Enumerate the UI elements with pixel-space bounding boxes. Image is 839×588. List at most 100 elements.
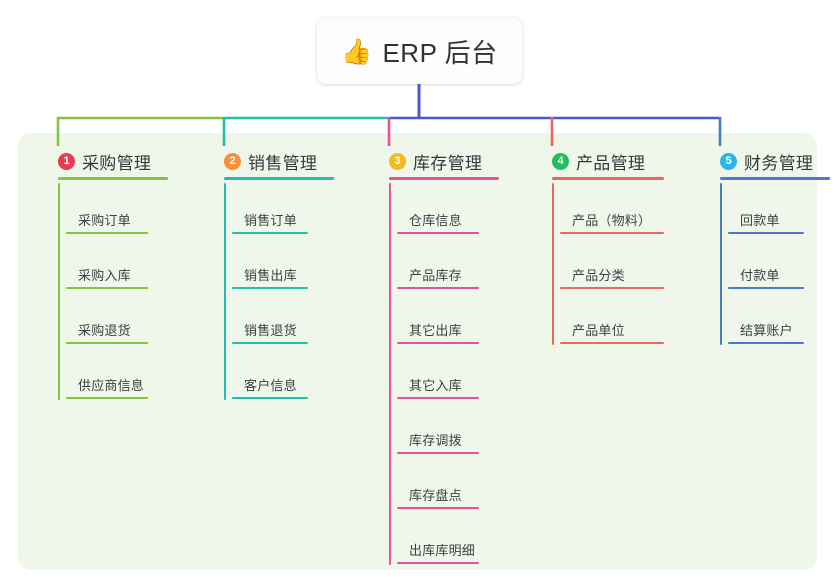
- leaf-label: 产品库存: [409, 268, 462, 283]
- branch-spine: [552, 183, 554, 345]
- leaf-item[interactable]: 采购入库: [66, 237, 151, 292]
- leaf-list: 回款单付款单结算账户: [698, 182, 813, 347]
- branch-header-4[interactable]: 4 产品管理: [530, 146, 645, 176]
- branch-spine: [389, 183, 391, 565]
- branch-header-rule: [389, 177, 499, 180]
- leaf-list: 产品（物料） 产品分类产品单位: [530, 182, 664, 347]
- leaf-rule: [66, 342, 148, 344]
- leaf-rule: [397, 232, 479, 234]
- leaf-item[interactable]: 出库库明细: [397, 512, 482, 567]
- leaf-label: 销售订单: [244, 213, 297, 228]
- branch-header-3[interactable]: 3 库存管理: [367, 146, 482, 176]
- leaf-item[interactable]: 销售出库: [232, 237, 317, 292]
- branch-title: 采购管理: [82, 153, 152, 173]
- branch-spine: [58, 183, 60, 400]
- branch-column-1: 1 采购管理采购订单采购入库采购退货供应商信息: [36, 146, 168, 402]
- leaf-item[interactable]: 产品单位: [560, 292, 664, 347]
- leaf-label: 产品（物料）: [572, 213, 652, 228]
- leaf-item[interactable]: 仓库信息: [397, 182, 482, 237]
- branch-number-badge: 1: [58, 152, 75, 170]
- leaf-item[interactable]: 库存盘点: [397, 457, 482, 512]
- leaf-label: 销售出库: [244, 268, 297, 283]
- leaf-item[interactable]: 付款单: [728, 237, 813, 292]
- leaf-item[interactable]: 回款单: [728, 182, 813, 237]
- leaf-item[interactable]: 供应商信息: [66, 347, 151, 402]
- leaf-list: 仓库信息产品库存其它出库其它入库库存调拨库存盘点出库库明细: [367, 182, 482, 567]
- thumbs-up-icon: 👍: [341, 36, 373, 66]
- branch-header-rule: [552, 177, 664, 180]
- branch-header-rule: [224, 177, 334, 180]
- leaf-rule: [728, 287, 804, 289]
- leaf-item[interactable]: 其它出库: [397, 292, 482, 347]
- leaf-rule: [232, 342, 308, 344]
- leaf-item[interactable]: 销售订单: [232, 182, 317, 237]
- leaf-item[interactable]: 产品分类: [560, 237, 664, 292]
- leaf-rule: [66, 232, 148, 234]
- branch-number-badge: 2: [224, 152, 241, 170]
- root-node-title: ERP 后台: [382, 37, 498, 68]
- leaf-rule: [728, 232, 804, 234]
- leaf-rule: [232, 397, 308, 399]
- leaf-rule: [232, 287, 308, 289]
- leaf-label: 出库库明细: [409, 543, 476, 558]
- branch-header-rule: [720, 177, 830, 180]
- leaf-rule: [560, 232, 664, 234]
- branch-spine: [224, 183, 226, 400]
- leaf-rule: [232, 232, 308, 234]
- leaf-label: 采购入库: [78, 268, 131, 283]
- leaf-label: 采购退货: [78, 323, 131, 338]
- branch-number-badge: 3: [389, 152, 406, 170]
- leaf-rule: [560, 342, 664, 344]
- leaf-item[interactable]: 采购订单: [66, 182, 151, 237]
- leaf-item[interactable]: 客户信息: [232, 347, 317, 402]
- leaf-item[interactable]: 库存调拨: [397, 402, 482, 457]
- leaf-label: 其它入库: [409, 378, 462, 393]
- root-node-card[interactable]: 👍 ERP 后台: [317, 18, 522, 84]
- leaf-label: 仓库信息: [409, 213, 462, 228]
- leaf-label: 其它出库: [409, 323, 462, 338]
- branch-column-5: 5 财务管理回款单付款单结算账户: [698, 146, 830, 347]
- leaf-item[interactable]: 产品库存: [397, 237, 482, 292]
- branch-number-badge: 5: [720, 152, 737, 170]
- leaf-list: 采购订单采购入库采购退货供应商信息: [36, 182, 151, 402]
- leaf-item[interactable]: 结算账户: [728, 292, 813, 347]
- leaf-label: 库存调拨: [409, 433, 462, 448]
- branches-panel: [18, 133, 817, 570]
- leaf-label: 回款单: [740, 213, 780, 228]
- leaf-label: 供应商信息: [78, 378, 145, 393]
- branch-column-4: 4 产品管理产品（物料） 产品分类产品单位: [530, 146, 664, 347]
- leaf-rule: [397, 342, 479, 344]
- branch-header-rule: [58, 177, 168, 180]
- leaf-rule: [728, 342, 804, 344]
- branch-column-2: 2 销售管理销售订单销售出库销售退货客户信息: [202, 146, 334, 402]
- leaf-rule: [397, 287, 479, 289]
- leaf-item[interactable]: 销售退货: [232, 292, 317, 347]
- branch-column-3: 3 库存管理仓库信息产品库存其它出库其它入库库存调拨库存盘点出库库明细: [367, 146, 499, 567]
- branch-title: 库存管理: [413, 153, 483, 173]
- leaf-label: 产品分类: [572, 268, 625, 283]
- leaf-label: 付款单: [740, 268, 780, 283]
- leaf-rule: [66, 287, 148, 289]
- leaf-item[interactable]: 产品（物料）: [560, 182, 664, 237]
- leaf-label: 采购订单: [78, 213, 131, 228]
- leaf-list: 销售订单销售出库销售退货客户信息: [202, 182, 317, 402]
- leaf-item[interactable]: 其它入库: [397, 347, 482, 402]
- branch-header-5[interactable]: 5 财务管理: [698, 146, 813, 176]
- branch-header-2[interactable]: 2 销售管理: [202, 146, 317, 176]
- leaf-rule: [560, 287, 664, 289]
- branch-spine: [720, 183, 722, 345]
- leaf-item[interactable]: 采购退货: [66, 292, 151, 347]
- leaf-label: 销售退货: [244, 323, 297, 338]
- leaf-rule: [397, 507, 479, 509]
- leaf-rule: [397, 397, 479, 399]
- leaf-rule: [397, 452, 479, 454]
- leaf-label: 产品单位: [572, 323, 625, 338]
- branch-header-1[interactable]: 1 采购管理: [36, 146, 151, 176]
- branch-title: 销售管理: [248, 153, 318, 173]
- leaf-label: 客户信息: [244, 378, 297, 393]
- branch-title: 财务管理: [744, 153, 814, 173]
- leaf-label: 库存盘点: [409, 488, 462, 503]
- leaf-label: 结算账户: [740, 323, 793, 338]
- branch-title: 产品管理: [576, 153, 646, 173]
- branch-number-badge: 4: [552, 152, 569, 170]
